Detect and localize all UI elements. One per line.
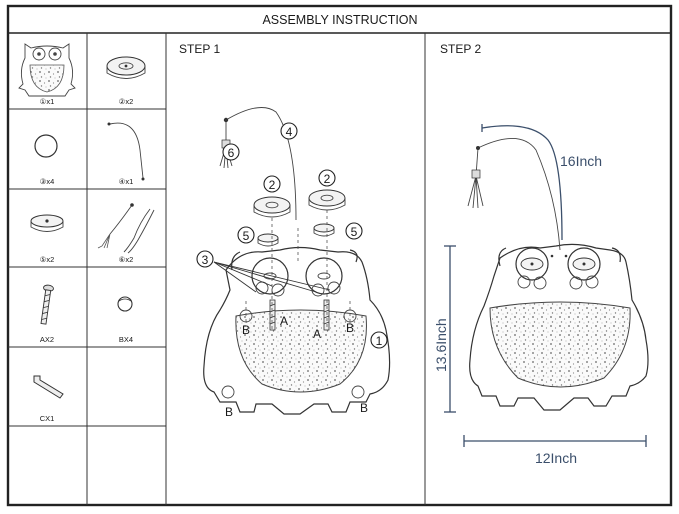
parts-grid (8, 33, 167, 505)
step1-discs (257, 223, 335, 247)
label-a-left: A (280, 314, 288, 328)
page-title: ASSEMBLY INSTRUCTION (262, 13, 417, 27)
outer-frame (6, 4, 673, 507)
label-b-lower-right: B (360, 401, 368, 415)
width-label: 12Inch (535, 450, 577, 466)
step2-assembled-owl (469, 243, 649, 411)
part-label-owl: ①x1 (40, 97, 55, 106)
part-owl-icon (18, 43, 76, 97)
label-b-upper-right: B (346, 321, 354, 335)
callout-5-right: 5 (351, 225, 358, 239)
part-tassel-icon (97, 203, 155, 254)
part-label-bead: BX4 (119, 335, 133, 344)
callout-6: 6 (228, 146, 235, 160)
part-cap-icon (106, 56, 146, 79)
part-screw-icon (40, 284, 54, 325)
callout-5-left: 5 (243, 229, 250, 243)
step2-tassel (467, 147, 484, 209)
part-label-dot: ③x4 (40, 177, 55, 186)
callout-4: 4 (286, 125, 293, 139)
step1-callouts (196, 122, 388, 349)
wire-length-label: 16Inch (560, 153, 602, 169)
callout-1: 1 (376, 334, 383, 348)
part-bead-icon (117, 296, 133, 312)
step2-wire (477, 138, 561, 251)
part-label-screw: AX2 (40, 335, 54, 344)
part-dot-icon (34, 134, 58, 158)
label-b-lower-left: B (225, 405, 233, 419)
height-label: 13.6Inch (433, 318, 449, 372)
callout-2-left: 2 (269, 178, 276, 192)
step2-title: STEP 2 (440, 42, 481, 56)
part-label-disc: ⑤x2 (40, 255, 55, 264)
part-label-cap: ②x2 (119, 97, 134, 106)
part-hex-key-icon (33, 375, 64, 399)
label-b-upper-left: B (242, 323, 250, 337)
step1-guide-lines (245, 210, 351, 330)
step1-title: STEP 1 (179, 42, 220, 56)
step1-callout-lines (213, 261, 331, 293)
step1-wire (225, 107, 297, 221)
part-disc-icon (30, 214, 64, 232)
part-label-hex-key: CX1 (40, 414, 55, 423)
step1-exploded-owl (203, 246, 391, 415)
callout-2-right: 2 (324, 172, 331, 186)
label-a-right: A (313, 327, 321, 341)
callout-3: 3 (202, 253, 209, 267)
part-label-wire: ④x1 (119, 177, 134, 186)
part-label-tassel: ⑥x2 (119, 255, 134, 264)
part-wire-icon (109, 122, 144, 179)
wire-length-dimension (481, 125, 563, 241)
step1-caps (253, 189, 346, 218)
